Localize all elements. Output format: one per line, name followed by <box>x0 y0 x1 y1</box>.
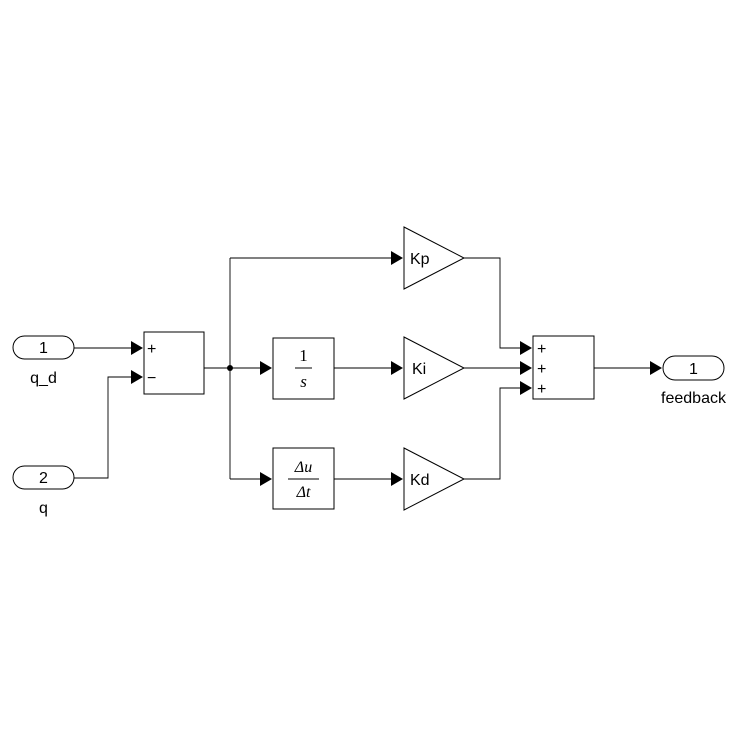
inport-number: 2 <box>39 470 48 487</box>
inport-q[interactable]: 2 q <box>12 465 75 517</box>
gain-icon <box>403 226 466 290</box>
arrowhead-icon <box>131 370 143 384</box>
integrator-denominator: s <box>300 372 307 391</box>
arrowheads <box>131 251 662 486</box>
outport-label: feedback <box>661 390 727 407</box>
arrowhead-icon <box>391 472 403 486</box>
line-kd-to-sum <box>464 387 520 480</box>
gain-kd-block[interactable]: Kd <box>403 447 466 511</box>
sum-sign-plus: + <box>537 381 546 398</box>
sum-sign-plus: + <box>147 341 156 358</box>
arrowhead-icon <box>520 341 532 355</box>
arrowhead-icon <box>520 361 532 375</box>
gain-ki-block[interactable]: Ki <box>403 336 466 400</box>
arrowhead-icon <box>260 361 272 375</box>
sum-sign-plus: + <box>537 361 546 378</box>
gain-ki-label: Ki <box>412 361 426 378</box>
integrator-numerator: 1 <box>299 346 308 365</box>
gain-kd-label: Kd <box>410 472 430 489</box>
gain-kp-block[interactable]: Kp <box>403 226 466 290</box>
gain-icon <box>403 447 466 511</box>
inport-number: 1 <box>39 340 48 357</box>
integrator-block[interactable]: 1 s <box>272 337 335 400</box>
arrowhead-icon <box>391 251 403 265</box>
outport-number: 1 <box>689 361 698 378</box>
outport-icon <box>662 355 725 381</box>
outport-feedback[interactable]: 1 feedback <box>661 355 727 407</box>
signal-lines <box>74 257 650 480</box>
inport-icon <box>12 465 75 490</box>
error-sum-block[interactable]: + − <box>143 331 205 395</box>
inport-label: q <box>39 500 48 517</box>
arrowhead-icon <box>520 381 532 395</box>
inport-q-d[interactable]: 1 q_d <box>12 335 75 387</box>
arrowhead-icon <box>131 341 143 355</box>
arrowhead-icon <box>650 361 662 375</box>
inport-icon <box>12 335 75 360</box>
gain-icon <box>403 336 466 400</box>
output-sum-block[interactable]: + + + <box>532 335 595 400</box>
arrowhead-icon <box>260 472 272 486</box>
inport-label: q_d <box>30 370 57 387</box>
branch-point-icon <box>227 365 233 371</box>
sum-sign-minus: − <box>147 370 156 387</box>
sum-icon <box>143 331 205 395</box>
arrowhead-icon <box>391 361 403 375</box>
derivative-numerator: Δu <box>294 459 312 476</box>
sum-sign-plus: + <box>537 341 546 358</box>
sum-icon <box>532 335 595 400</box>
line-kp-to-sum <box>464 257 520 349</box>
derivative-denominator: Δt <box>296 484 311 501</box>
gain-kp-label: Kp <box>410 251 430 268</box>
derivative-block[interactable]: Δu Δt <box>272 447 335 510</box>
line-q-to-sum <box>74 376 131 479</box>
